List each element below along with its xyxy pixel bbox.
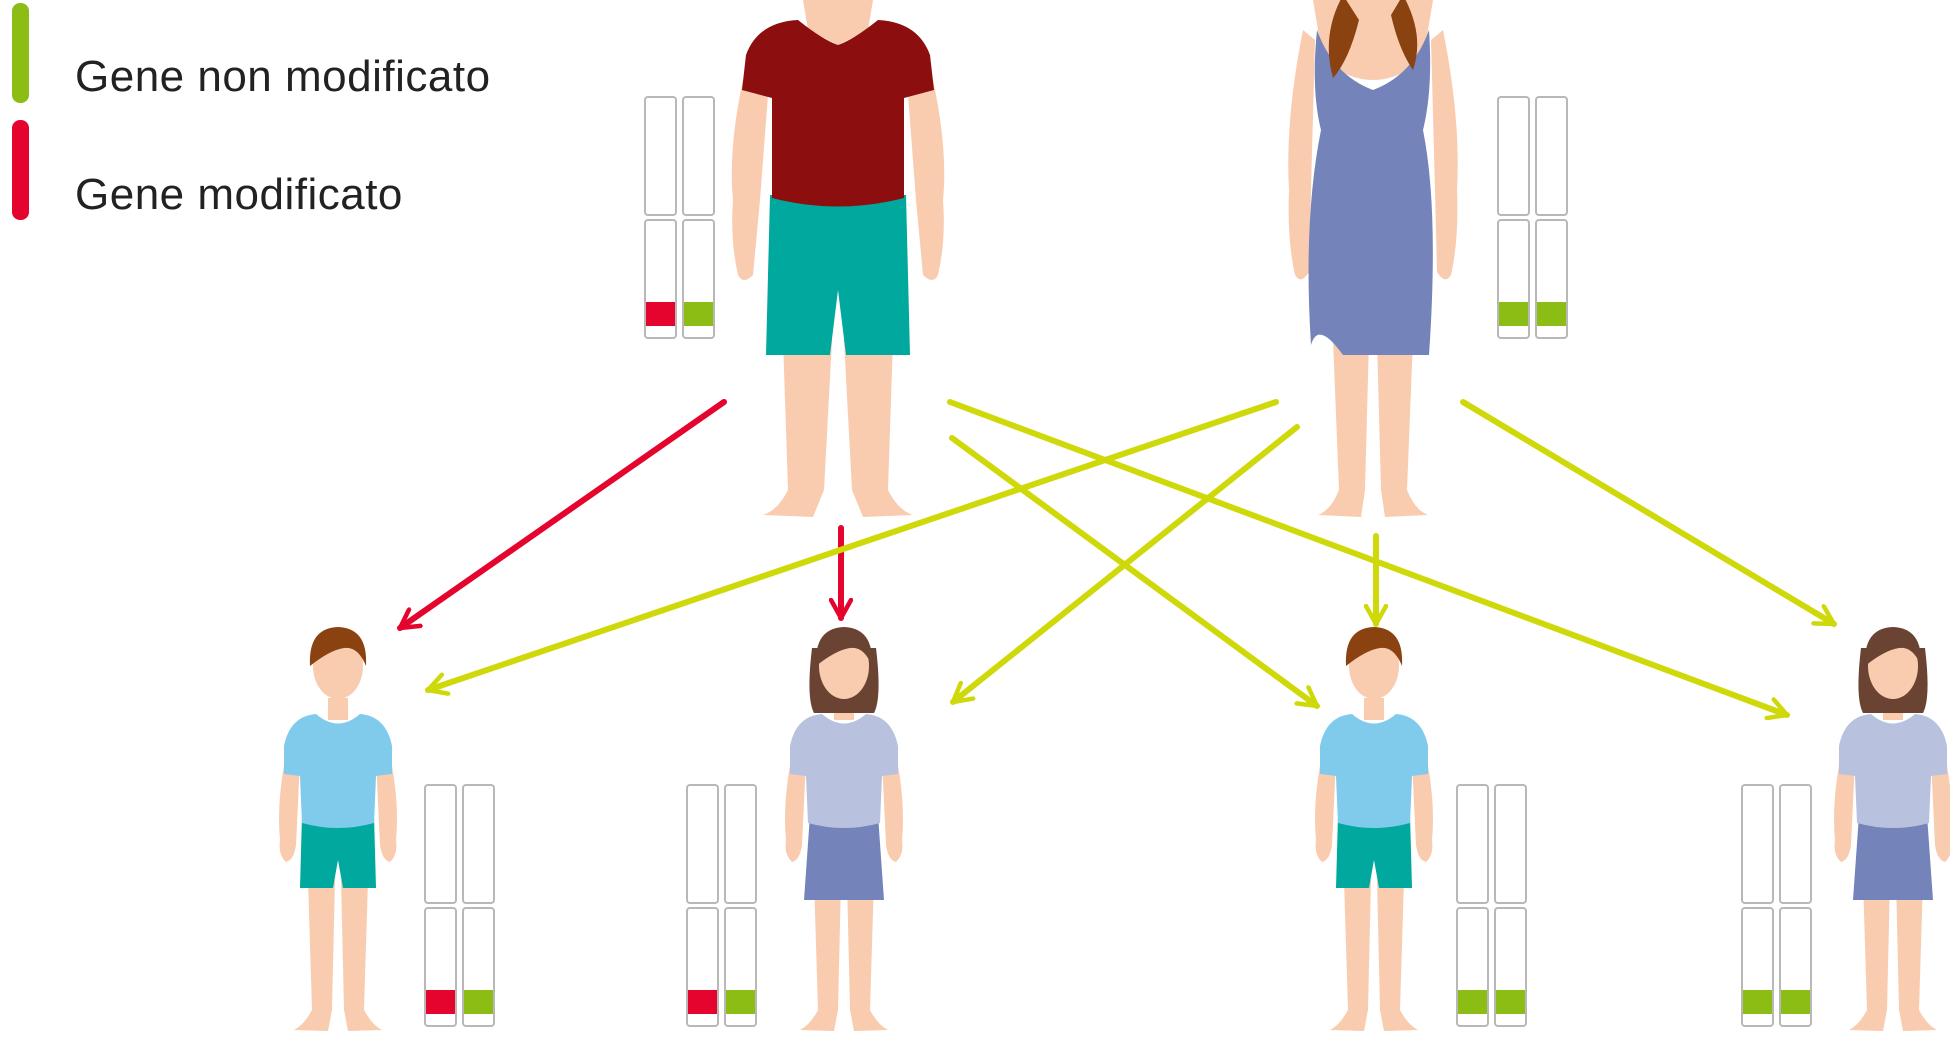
father-shorts (766, 195, 910, 355)
child-left-leg (1330, 880, 1371, 1031)
father-figure (731, 0, 945, 517)
gene-band-unmodified (1743, 990, 1772, 1014)
child-1-son (279, 627, 397, 1031)
mother-chromosomes (1497, 96, 1568, 339)
mother-hair-right (1391, 0, 1418, 70)
gene-band-unmodified (726, 990, 755, 1014)
chromosome-2-top-arm (1494, 784, 1527, 904)
child-shirt (284, 714, 392, 828)
arrow-mother-to-child-4 (1460, 399, 1837, 627)
chromosome-1-top-arm (1456, 784, 1489, 904)
gene-band-modified (646, 302, 675, 326)
child-left-leg (800, 880, 841, 1031)
gene-band-modified (688, 990, 717, 1014)
child-2-chromosomes (686, 784, 757, 1027)
child-shorts (300, 815, 376, 888)
legend-unmodified-label: Gene non modificato (75, 52, 491, 101)
chromosomes-layer (424, 96, 1812, 1027)
child-3-son (1315, 627, 1433, 1031)
gene-band-unmodified (464, 990, 493, 1014)
gene-band-unmodified (1458, 990, 1487, 1014)
chromosome-1-top-arm (1741, 784, 1774, 904)
mother-dress (1308, 30, 1433, 355)
child-hair (815, 627, 873, 666)
arrow-mother-to-child-1 (425, 399, 1279, 690)
child-4-daughter (1834, 627, 1950, 1031)
chromosome-1-top-arm (424, 784, 457, 904)
child-hair (1345, 627, 1403, 666)
arrow-mother-to-child-2 (950, 424, 1300, 705)
arrows-layer (397, 399, 1837, 715)
child-3-chromosomes (1456, 784, 1527, 1027)
chromosome-2-top-arm (724, 784, 757, 904)
child-neck (1364, 698, 1384, 720)
mother-hair-left (1328, 0, 1359, 78)
legend-unmodified-swatch (12, 3, 29, 103)
chromosome-2-top-arm (682, 96, 715, 216)
chromosome-2-top-arm (1779, 784, 1812, 904)
gene-band-unmodified (1781, 990, 1810, 1014)
mother-right-arm (1431, 30, 1458, 280)
child-4-chromosomes (1741, 784, 1812, 1027)
child-hair (309, 627, 367, 666)
child-1-chromosomes (424, 784, 495, 1027)
child-shirt (1320, 714, 1428, 828)
gene-band-unmodified (1499, 302, 1528, 326)
child-neck (328, 698, 348, 720)
chromosome-1-top-arm (644, 96, 677, 216)
father-shirt (742, 20, 934, 207)
child-right-leg (341, 880, 382, 1031)
child-left-leg (1849, 880, 1890, 1031)
arrow-father-to-child-3 (949, 435, 1320, 709)
mother-left-arm (1288, 30, 1315, 280)
chromosome-1-top-arm (686, 784, 719, 904)
child-left-leg (294, 880, 335, 1031)
arrow-father-to-child-1 (397, 399, 727, 631)
chromosome-2-top-arm (1535, 96, 1568, 216)
father-left-arm (731, 80, 768, 280)
arrow-father-to-child-4 (947, 399, 1790, 715)
child-shirt (790, 714, 898, 828)
child-2-daughter (785, 627, 903, 1031)
people-layer (279, 0, 1950, 1031)
child-shirt (1839, 714, 1947, 828)
mother-right-leg (1377, 340, 1428, 517)
gene-band-modified (426, 990, 455, 1014)
child-skirt (1853, 815, 1933, 900)
father-left-leg (763, 340, 832, 517)
gene-band-unmodified (684, 302, 713, 326)
legend-modified-label: Gene modificato (75, 170, 403, 219)
gene-band-unmodified (1496, 990, 1525, 1014)
mother-left-leg (1318, 340, 1369, 517)
child-right-leg (1377, 880, 1418, 1031)
legend-modified-swatch (12, 120, 29, 220)
child-right-leg (1896, 880, 1937, 1031)
chromosome-1-top-arm (1497, 96, 1530, 216)
father-neck (803, 0, 873, 45)
father-right-leg (844, 340, 913, 517)
child-right-leg (847, 880, 888, 1031)
chromosome-2-top-arm (462, 784, 495, 904)
father-chromosomes (644, 96, 715, 339)
child-shorts (1336, 815, 1412, 888)
child-skirt (804, 815, 884, 900)
father-right-arm (908, 80, 945, 280)
mother-figure (1288, 0, 1458, 517)
gene-band-unmodified (1537, 302, 1566, 326)
child-hair (1864, 627, 1922, 666)
